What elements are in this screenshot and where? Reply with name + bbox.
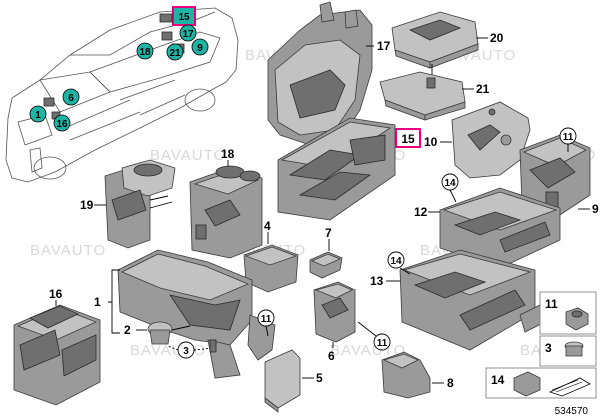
part-19-relay-top xyxy=(133,163,163,177)
ref-circle-label: 11 xyxy=(261,314,272,325)
diagram-reference-number: 534570 xyxy=(555,406,589,417)
legend-box-14 xyxy=(485,367,597,399)
part-label-21: 21 xyxy=(476,82,490,96)
badge-1-car[interactable] xyxy=(29,105,47,123)
ref-circle-label: 14 xyxy=(390,256,402,267)
badge-17-car[interactable] xyxy=(179,24,197,42)
fastener-legend: 11 3 14 xyxy=(485,291,597,399)
ref-circle-label: 11 xyxy=(377,338,388,349)
car-part-small xyxy=(159,13,173,23)
car-part-small xyxy=(161,31,173,41)
watermark-text: BAVAUTO xyxy=(150,147,226,164)
part-label-19: 19 xyxy=(80,198,94,212)
part-17-carrier[interactable] xyxy=(267,1,373,146)
car-badges: 17 18 21 9 6 1 16 xyxy=(29,24,209,132)
part-label-16: 16 xyxy=(49,287,63,301)
badge-label: 6 xyxy=(68,93,74,104)
part-7-cap[interactable] xyxy=(309,251,343,279)
legend-flange-nut-icon[interactable] xyxy=(513,371,541,397)
legend-label-11: 11 xyxy=(545,297,558,311)
badge-label: 1 xyxy=(35,110,41,121)
part-label-2: 2 xyxy=(124,323,131,337)
badge-label: 21 xyxy=(169,48,181,59)
part-label-13: 13 xyxy=(370,274,384,288)
part-label-10: 10 xyxy=(424,135,438,149)
badge-21-car[interactable] xyxy=(166,43,184,61)
part-5-bracket[interactable] xyxy=(264,349,301,413)
ref-circle-11 xyxy=(373,333,391,351)
badge-18-car[interactable] xyxy=(136,42,154,60)
car-part-small xyxy=(43,97,55,107)
legend-label-14: 14 xyxy=(491,373,505,387)
part-13-fuse-carrier[interactable] xyxy=(399,249,546,351)
part-20-bracket[interactable] xyxy=(391,11,479,69)
part-label-20: 20 xyxy=(490,31,504,45)
part-label-4: 4 xyxy=(264,219,271,233)
part-21-bracket[interactable] xyxy=(379,64,466,121)
part-21-clip xyxy=(426,77,436,89)
part-label-9: 9 xyxy=(592,202,599,216)
part-label-17: 17 xyxy=(377,39,391,53)
badge-15-car[interactable] xyxy=(174,8,194,24)
part-3-screw xyxy=(209,339,217,353)
legend-bolt-body xyxy=(565,345,583,357)
part-label-7: 7 xyxy=(325,226,332,240)
part-label-15[interactable]: 15 xyxy=(401,132,415,146)
mounting-hole xyxy=(488,108,496,116)
ref-circle-label: 11 xyxy=(563,132,574,143)
part-15-fuse-box[interactable] xyxy=(277,117,396,221)
part-label-6: 6 xyxy=(328,349,335,363)
badge-label: 18 xyxy=(139,47,151,58)
part-8-holder[interactable] xyxy=(381,351,431,399)
watermark-text: BAVAUTO xyxy=(30,242,106,259)
part-19-holder[interactable] xyxy=(104,159,176,249)
part-label-12: 12 xyxy=(414,205,428,219)
part-1-junction-box[interactable] xyxy=(117,249,276,379)
part-16-control-unit[interactable] xyxy=(13,304,101,406)
highlight-box-15-car xyxy=(172,6,196,26)
badge-label: 15 xyxy=(178,12,190,23)
part-18-clip xyxy=(195,224,207,240)
badge-label: 16 xyxy=(56,119,68,130)
part-18-socket xyxy=(239,170,261,182)
badge-label: 9 xyxy=(197,43,203,54)
badge-16-car[interactable] xyxy=(53,114,71,132)
legend-nut-hole xyxy=(571,310,583,318)
ref-circle-14 xyxy=(387,251,405,269)
part-4-cover[interactable] xyxy=(243,244,299,293)
part-2-clip[interactable] xyxy=(147,321,191,345)
watermark-text: BAVAUTO xyxy=(130,342,206,359)
legend-label-3: 3 xyxy=(545,341,552,355)
part-label-5: 5 xyxy=(316,371,323,385)
part-10-bracket[interactable] xyxy=(451,101,531,179)
part-label-18: 18 xyxy=(221,147,235,161)
mounting-hole xyxy=(500,134,512,146)
legend-nut-icon[interactable] xyxy=(565,307,589,331)
ref-circle-label: 14 xyxy=(444,178,456,189)
part-6-holder[interactable] xyxy=(313,281,356,343)
part-label-8: 8 xyxy=(447,376,454,390)
part-label-1: 1 xyxy=(94,295,101,309)
part-12-fuse-carrier[interactable] xyxy=(439,187,561,269)
badge-9-car[interactable] xyxy=(191,38,209,56)
badge-6-car[interactable] xyxy=(62,88,80,106)
highlight-box-15 xyxy=(395,128,421,148)
ref-circle-label: 3 xyxy=(183,346,189,357)
badge-label: 17 xyxy=(182,29,194,40)
part-18-bracket[interactable] xyxy=(189,165,263,259)
car-illustration xyxy=(5,7,239,183)
